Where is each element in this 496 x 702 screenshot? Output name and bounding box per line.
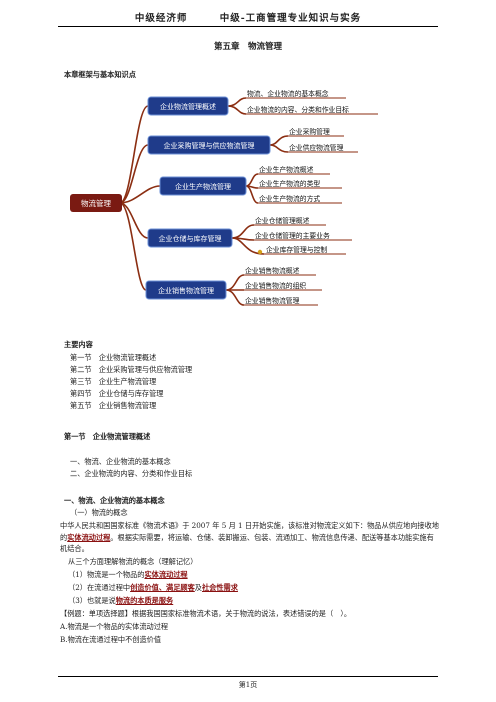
highlight-term: 创造价值、满足顾客	[130, 583, 195, 592]
three-aspects-intro: 从三个方面理解物流的概念（理解记忆）	[68, 557, 198, 566]
page-number: 第1页	[238, 681, 258, 689]
main-content-item: 第四节 企业仓储与库存管理	[70, 389, 164, 398]
leaf-5-1: 企业销售物流概述	[245, 266, 300, 275]
aspect-2: （2）在流通过程中创造价值、满足顾客及社会性需求	[68, 583, 238, 592]
branch-label-2: 企业采购管理与供应物流管理	[164, 141, 255, 150]
main-content-title: 主要内容	[64, 340, 93, 349]
star-icon	[257, 249, 263, 255]
example-question: 【例题：单项选择题】根据我国国家标准物流术语，关于物流的说法，表述错误的是（ ）…	[60, 609, 352, 618]
leaf-4-1: 企业仓储管理概述	[255, 216, 310, 225]
header-rule	[58, 26, 438, 27]
section-title: 第一节 企业物流管理概述	[64, 432, 151, 441]
chapter-title: 第五章 物流管理	[213, 42, 282, 52]
outline-item: 一、物流、企业物流的基本概念	[70, 457, 171, 466]
page-header: 中级经济师 中级-工商管理专业知识与实务	[0, 10, 496, 24]
leaf-2-2: 企业供应物流管理	[289, 143, 344, 152]
main-content-item: 第一节 企业物流管理概述	[70, 353, 157, 362]
aspect-1: （1）物流是一个物品的实体流动过程	[68, 570, 188, 579]
branch-label-1: 企业物流管理概述	[160, 102, 216, 111]
leaf-3-3: 企业生产物流的方式	[259, 194, 320, 203]
leaf-3-2: 企业生产物流的类型	[259, 179, 320, 188]
definition-paragraph: 中华人民共和国国家标准《物流术语》于 2007 年 5 月 1 日开始实施，该标…	[60, 521, 439, 553]
highlight-term: 实体流动过程	[144, 570, 188, 579]
footer-rule	[58, 676, 438, 677]
header-right: 中级-工商管理专业知识与实务	[219, 13, 362, 24]
branch-label-5: 企业销售物流管理	[158, 286, 214, 295]
option-a: A.物流是一个物品的实体流动过程	[60, 622, 169, 631]
main-content-item: 第三节 企业生产物流管理	[70, 377, 157, 386]
leaf-3-1: 企业生产物流概述	[259, 165, 314, 174]
branch-label-3: 企业生产物流管理	[175, 182, 231, 191]
highlight-term: 物流的本质是服务	[115, 596, 174, 605]
mindmap: 物流管理 企业物流管理概述 企业采购管理与供应物流管理 企业生产物流管理 企业仓…	[70, 89, 378, 306]
branch-node-1	[147, 96, 229, 116]
aspect-3: （3）也就是说物流的本质是服务	[68, 596, 174, 605]
leaf-4-2: 企业仓储管理的主要业务	[255, 231, 330, 240]
highlight-term: 实体流动过程	[67, 532, 111, 542]
branch-label-4: 企业仓储与库存管理	[159, 234, 222, 243]
main-content-item: 第五节 企业销售物流管理	[70, 401, 157, 410]
section-outline: 一、物流、企业物流的基本概念 二、企业物流的内容、分类和作业目标	[70, 456, 192, 480]
leaf-1-2: 企业物流的内容、分类和作业目标	[247, 105, 349, 114]
framework-title: 本章框架与基本知识点	[64, 70, 136, 79]
outline-item: 二、企业物流的内容、分类和作业目标	[70, 469, 193, 478]
subsubsection-title: （一）物流的概念	[70, 508, 128, 517]
leaf-5-2: 企业销售物流的组织	[245, 281, 306, 290]
highlight-term: 社会性需求	[201, 583, 238, 592]
leaf-4-3: 企业库存管理与控制	[266, 245, 327, 254]
root-node	[70, 194, 122, 212]
leaf-2-1: 企业采购管理	[289, 127, 330, 136]
main-content-list: 第一节 企业物流管理概述 第二节 企业采购管理与供应物流管理 第三节 企业生产物…	[70, 352, 192, 412]
leaf-1-1: 物流、企业物流的基本概念	[247, 89, 329, 98]
subsection-title: 一、物流、企业物流的基本概念	[64, 496, 165, 505]
option-b: B.物流在流通过程中不创造价值	[60, 635, 162, 644]
branch-node-3	[159, 176, 247, 196]
header-left: 中级经济师	[134, 13, 188, 24]
leaf-5-3: 企业销售物流管理	[245, 296, 300, 305]
branch-node-4	[147, 228, 233, 248]
main-content-item: 第二节 企业采购管理与供应物流管理	[70, 365, 193, 374]
branch-node-5	[145, 280, 227, 300]
root-label: 物流管理	[81, 198, 111, 208]
branch-node-2	[147, 135, 271, 155]
